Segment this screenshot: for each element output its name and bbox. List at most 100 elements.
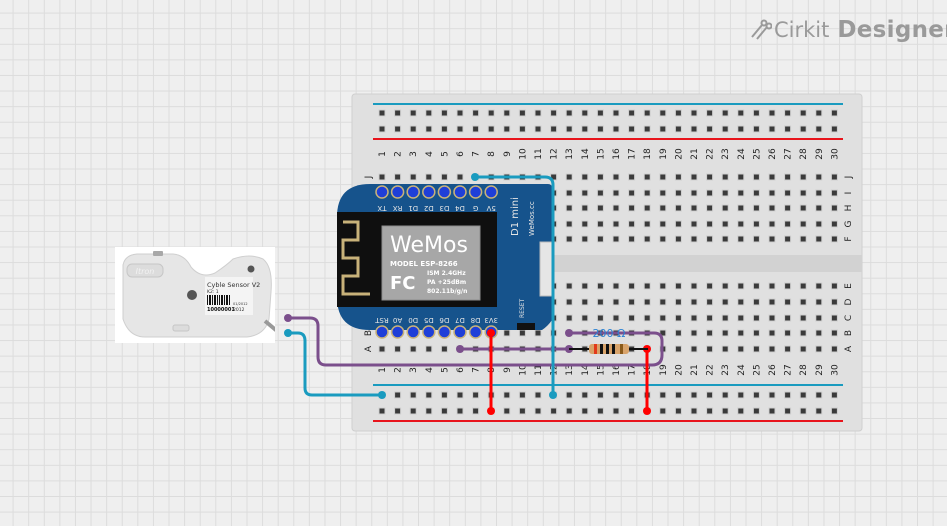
terminal-hole[interactable] [784, 282, 792, 290]
terminal-hole[interactable] [737, 235, 745, 243]
rail-hole[interactable] [721, 407, 729, 415]
terminal-hole[interactable] [752, 173, 760, 181]
terminal-hole[interactable] [799, 345, 807, 353]
terminal-hole[interactable] [612, 204, 620, 212]
rail-hole[interactable] [815, 391, 823, 399]
board-pin-d2[interactable] [422, 185, 436, 199]
rail-hole[interactable] [534, 125, 542, 133]
rail-hole[interactable] [768, 109, 776, 117]
terminal-hole[interactable] [721, 329, 729, 337]
rail-hole[interactable] [799, 109, 807, 117]
terminal-hole[interactable] [768, 282, 776, 290]
terminal-hole[interactable] [581, 298, 589, 306]
rail-hole[interactable] [394, 109, 402, 117]
terminal-hole[interactable] [565, 220, 573, 228]
rail-hole[interactable] [706, 125, 714, 133]
rail-hole[interactable] [425, 391, 433, 399]
terminal-hole[interactable] [628, 173, 636, 181]
terminal-hole[interactable] [752, 220, 760, 228]
terminal-hole[interactable] [721, 345, 729, 353]
terminal-hole[interactable] [737, 173, 745, 181]
rail-hole[interactable] [378, 125, 386, 133]
terminal-hole[interactable] [706, 329, 714, 337]
teal-ground-wire[interactable] [286, 331, 384, 397]
cyble-sensor[interactable]: Itron Cyble Sensor V2 K2: 1 10000001 01/… [115, 247, 279, 343]
rail-hole[interactable] [706, 109, 714, 117]
terminal-hole[interactable] [596, 204, 604, 212]
rail-hole[interactable] [690, 125, 698, 133]
terminal-hole[interactable] [737, 329, 745, 337]
terminal-hole[interactable] [674, 204, 682, 212]
terminal-hole[interactable] [628, 204, 636, 212]
terminal-hole[interactable] [612, 173, 620, 181]
terminal-hole[interactable] [815, 298, 823, 306]
terminal-hole[interactable] [737, 298, 745, 306]
terminal-hole[interactable] [830, 282, 838, 290]
terminal-hole[interactable] [690, 345, 698, 353]
rail-hole[interactable] [565, 109, 573, 117]
rail-hole[interactable] [830, 391, 838, 399]
terminal-hole[interactable] [628, 235, 636, 243]
rail-hole[interactable] [534, 391, 542, 399]
terminal-hole[interactable] [784, 235, 792, 243]
terminal-hole[interactable] [643, 189, 651, 197]
terminal-hole[interactable] [752, 235, 760, 243]
terminal-hole[interactable] [628, 220, 636, 228]
terminal-hole[interactable] [612, 282, 620, 290]
rail-hole[interactable] [784, 125, 792, 133]
rail-hole[interactable] [752, 391, 760, 399]
terminal-hole[interactable] [752, 329, 760, 337]
terminal-hole[interactable] [721, 189, 729, 197]
board-pin-rx[interactable] [390, 185, 405, 199]
rail-hole[interactable] [425, 407, 433, 415]
rail-hole[interactable] [487, 109, 495, 117]
rail-hole[interactable] [830, 125, 838, 133]
rail-hole[interactable] [550, 109, 558, 117]
terminal-hole[interactable] [690, 220, 698, 228]
terminal-hole[interactable] [706, 282, 714, 290]
rail-hole[interactable] [409, 407, 417, 415]
terminal-hole[interactable] [737, 204, 745, 212]
terminal-hole[interactable] [596, 173, 604, 181]
wire-endpoint[interactable] [487, 329, 495, 337]
terminal-hole[interactable] [799, 189, 807, 197]
terminal-hole[interactable] [815, 189, 823, 197]
terminal-hole[interactable] [518, 329, 526, 337]
rail-hole[interactable] [628, 125, 636, 133]
rail-hole[interactable] [394, 125, 402, 133]
terminal-hole[interactable] [799, 282, 807, 290]
rail-hole[interactable] [581, 109, 589, 117]
terminal-hole[interactable] [737, 189, 745, 197]
rail-hole[interactable] [518, 391, 526, 399]
terminal-hole[interactable] [394, 345, 402, 353]
rail-hole[interactable] [643, 125, 651, 133]
rail-hole[interactable] [815, 109, 823, 117]
terminal-hole[interactable] [752, 345, 760, 353]
rail-hole[interactable] [440, 391, 448, 399]
terminal-hole[interactable] [830, 204, 838, 212]
rail-hole[interactable] [518, 407, 526, 415]
terminal-hole[interactable] [830, 220, 838, 228]
terminal-hole[interactable] [784, 204, 792, 212]
rail-hole[interactable] [503, 391, 511, 399]
terminal-hole[interactable] [737, 282, 745, 290]
rail-hole[interactable] [752, 407, 760, 415]
terminal-hole[interactable] [721, 220, 729, 228]
terminal-hole[interactable] [440, 345, 448, 353]
terminal-hole[interactable] [721, 282, 729, 290]
terminal-hole[interactable] [768, 329, 776, 337]
terminal-hole[interactable] [768, 189, 776, 197]
rail-hole[interactable] [565, 407, 573, 415]
terminal-hole[interactable] [830, 298, 838, 306]
terminal-hole[interactable] [565, 314, 573, 322]
terminal-hole[interactable] [799, 298, 807, 306]
rail-hole[interactable] [721, 391, 729, 399]
rail-hole[interactable] [472, 125, 480, 133]
terminal-hole[interactable] [706, 189, 714, 197]
rail-hole[interactable] [721, 109, 729, 117]
terminal-hole[interactable] [737, 220, 745, 228]
rail-hole[interactable] [409, 125, 417, 133]
terminal-hole[interactable] [612, 314, 620, 322]
rail-hole[interactable] [690, 391, 698, 399]
terminal-hole[interactable] [643, 235, 651, 243]
